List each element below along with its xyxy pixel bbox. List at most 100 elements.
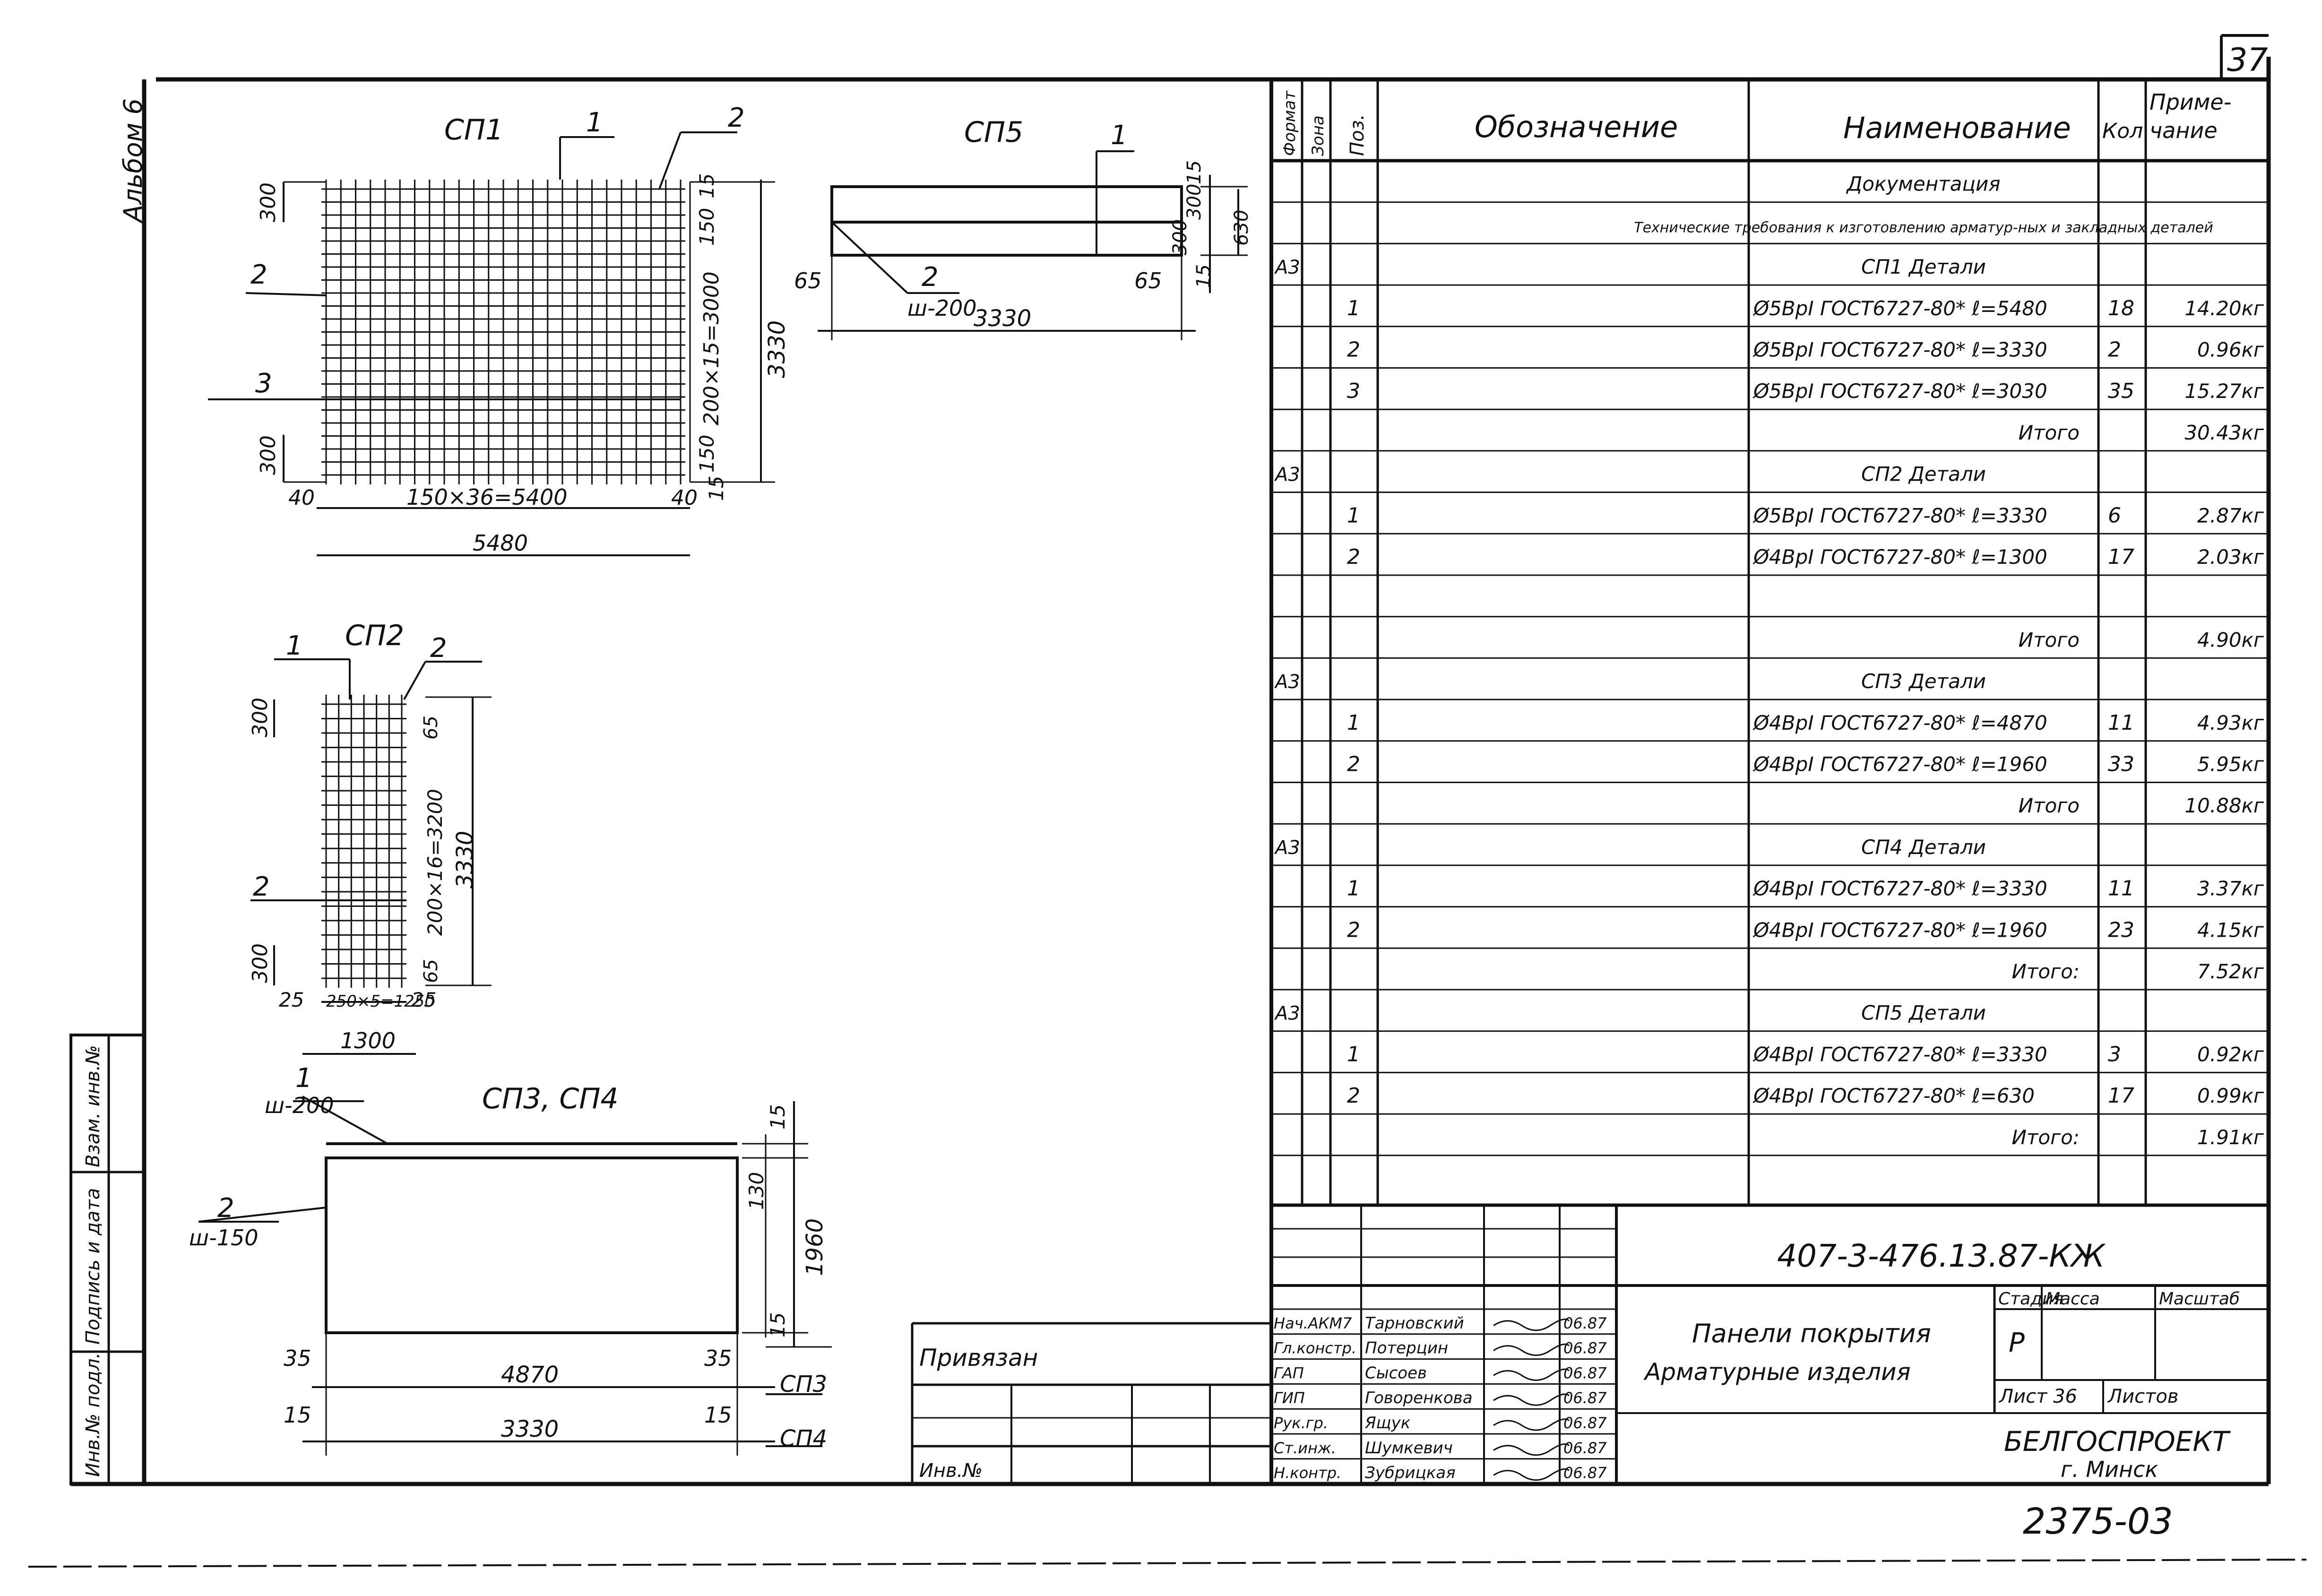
sp34-dim-r130: 130 [745,1172,768,1210]
mesh-sp5: СП5 1 2 ш-200 65 65 3330 15 300 300 630 … [794,116,1252,340]
title-line-2: Арматурные изделия [1643,1358,1911,1386]
col-note-2: чание [2149,118,2218,143]
attached-label: Привязан [919,1344,1038,1372]
row-mass: 1.91кг [2197,1126,2264,1149]
row-mass: 4.15кг [2197,918,2264,941]
col-pos: Поз. [1347,114,1368,156]
row-quantity: 35 [2108,379,2134,403]
row-position: 2 [1347,752,1360,776]
col-name: Наименование [1843,111,2071,145]
row-mass: 5.95кг [2197,753,2264,776]
row-position: 2 [1347,545,1360,569]
row-name: Ø5ВрI ГОСТ6727-80* ℓ=3330 [1752,504,2047,527]
row-section-title: Документация [1846,173,2000,196]
sp5-dim-r630: 630 [1231,210,1252,246]
sp34-dim-r15b: 15 [766,1312,789,1337]
col-note: Приме- [2149,89,2231,115]
signer-name: Тарновский [1365,1314,1464,1333]
row-section-title: СП1 Детали [1861,255,1986,278]
sp2-dim-right: 25 [411,988,436,1011]
title-line-1: Панели покрытия [1692,1319,1931,1348]
row-name: Ø5ВрI ГОСТ6727-80* ℓ=5480 [1752,297,2047,320]
row-quantity: 3 [2108,1042,2121,1066]
sp1-dim-r15b: 15 [705,476,728,501]
sp5-dim-r15a: 15 [1183,160,1205,184]
sp2-callout-2b: 2 [253,871,270,902]
row-name: Ø4ВрI ГОСТ6727-80* ℓ=1960 [1752,753,2047,776]
sp34-dim-left35: 35 [284,1346,311,1371]
sp2-dim-inner: 250×5=1250 [326,992,435,1011]
side-stamp [69,1034,146,1485]
row-quantity: 11 [2108,711,2134,735]
sp5-dim-r300: 300 [1183,184,1205,220]
row-position: 2 [1347,338,1360,362]
sp1-dim-right40: 40 [671,486,698,510]
col-zone: Зона [1309,115,1328,156]
signature-mark [1493,1468,1570,1481]
signature-mark [1493,1343,1570,1356]
sp5-dim-right: 65 [1134,268,1162,293]
sp34-dim-r15a: 15 [766,1104,789,1130]
row-position: 3 [1347,379,1360,403]
sp1-dim-rtotal: 3330 [764,320,790,378]
sp34-side-spacing: ш-150 [189,1225,259,1251]
sp5-dim-left: 65 [794,268,822,293]
signer-date: 06.87 [1563,1389,1607,1407]
row-mass: 2.03кг [2197,545,2264,569]
row-name: Ø5ВрI ГОСТ6727-80* ℓ=3330 [1752,338,2047,362]
row-quantity: 11 [2108,877,2134,901]
sp34-top-spacing: ш-200 [265,1093,334,1118]
sp1-callout-3: 3 [255,368,272,399]
sp34-dim-len3: 4870 [501,1362,559,1388]
row-total-label: Итого [2019,421,2080,444]
signer-role: Нач.АКМ7 [1274,1314,1352,1332]
sp34-sp3-label: СП3 [780,1371,827,1398]
row-quantity: 17 [2108,1084,2134,1108]
sp5-dim-r15b: 15 [1193,264,1215,288]
inv-label: Инв.№ [919,1460,983,1482]
spec-table [1269,79,2269,1484]
sp1-dim-total: 5480 [473,530,528,556]
row-mass: 2.87кг [2197,504,2264,527]
signature-mark [1493,1393,1570,1406]
row-format: А3 [1274,1003,1300,1025]
signer-role: Гл.констр. [1274,1339,1356,1357]
sp1-dim-left40: 40 [288,486,315,510]
mesh-sp3-sp4: СП3, СП4 1 2 ш-200 ш-150 15 130 1960 15 … [189,1063,832,1456]
row-format: А3 [1274,671,1300,693]
row-section-title: Технические требования к изготовлению ар… [1634,219,2213,236]
signer-name: Потерцин [1365,1339,1448,1358]
sp1-dim-rinner: 200×15=3000 [699,271,724,425]
sp1-dim-top300: 300 [256,182,280,222]
signer-name: Шумкевич [1365,1439,1453,1458]
sp2-title: СП2 [345,619,404,652]
signer-name: Говоренкова [1365,1389,1473,1407]
title-block [1271,1205,2269,1485]
sp2-dim-total: 1300 [340,1028,396,1053]
sp2-dim-bottom300: 300 [248,943,272,983]
row-mass: 0.92кг [2197,1043,2264,1066]
sp5-title: СП5 [964,116,1023,149]
row-position: 1 [1347,296,1360,320]
row-quantity: 33 [2108,752,2134,776]
sp34-dim-r1960: 1960 [802,1218,828,1276]
row-mass: 14.20кг [2184,297,2264,320]
sp2-callout-1: 1 [286,630,303,661]
signer-rows: Нач.АКМ7 Тарновский 06.87 Гл.констр. Потерци… [1274,1314,1607,1483]
attachment-block [911,1322,1271,1484]
row-position: 1 [1347,503,1360,527]
row-position: 2 [1347,1084,1360,1108]
sheets-count: Листов [2107,1386,2178,1407]
row-format: А3 [1274,257,1300,278]
col-format: Формат [1280,90,1299,156]
row-name: Ø4ВрI ГОСТ6727-80* ℓ=4870 [1752,711,2047,734]
row-position: 1 [1347,1042,1360,1066]
stage-label: Стадия [1998,1289,2063,1309]
row-name: Ø4ВрI ГОСТ6727-80* ℓ=3330 [1752,1043,2047,1066]
signer-role: Ст.инж. [1274,1439,1336,1457]
signer-date: 06.87 [1563,1364,1607,1382]
row-section-title: СП2 Детали [1861,463,1986,486]
row-total-label: Итого: [2012,1126,2080,1149]
